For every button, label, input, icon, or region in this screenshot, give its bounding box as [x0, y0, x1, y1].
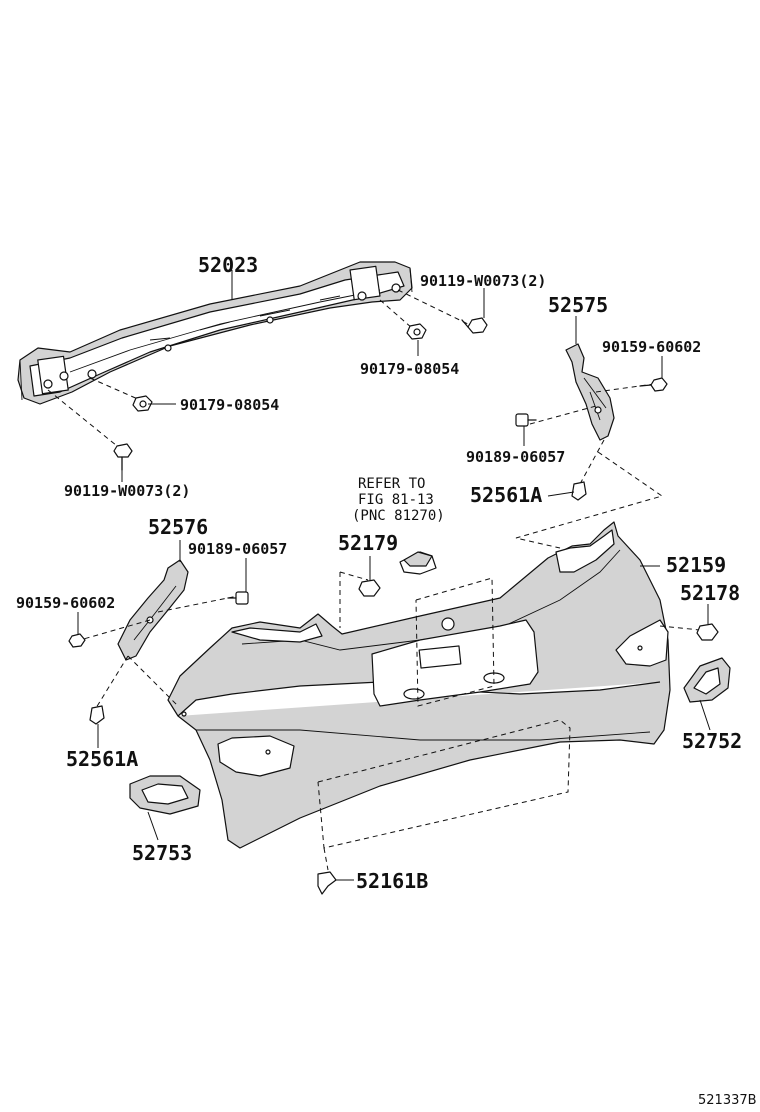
bolt-90119-right — [461, 317, 488, 334]
clip-90189-right — [515, 413, 537, 427]
bumper-retainer-bracket-right — [565, 343, 615, 441]
label-52178: 52178 — [680, 581, 740, 605]
label-52752: 52752 — [682, 729, 742, 753]
label-52159: 52159 — [666, 553, 726, 577]
reference-note-line2: FIG 81-13 — [358, 492, 434, 508]
label-52179: 52179 — [338, 531, 398, 555]
clip-90189-left — [227, 591, 249, 605]
label-52753: 52753 — [132, 841, 192, 865]
label-90119-left: 90119-W0073(2) — [64, 482, 190, 500]
leader-lines — [77, 270, 711, 881]
nut-90179-left — [132, 395, 153, 412]
rear-bumper-cover — [167, 521, 671, 849]
bumper-retainer-bracket-left — [117, 559, 189, 661]
reflector-52753 — [129, 775, 201, 815]
rear-bumper-reinforcement — [17, 261, 413, 405]
label-52023: 52023 — [198, 253, 258, 277]
label-90119-top-right: 90119-W0073(2) — [420, 272, 546, 290]
label-90189-left: 90189-06057 — [188, 540, 287, 558]
label-52576: 52576 — [148, 515, 208, 539]
screw-90159-right — [639, 377, 668, 392]
screw-90159-left — [68, 633, 86, 648]
nut-90179-right — [406, 323, 427, 340]
label-52561A-right: 52561A — [470, 483, 542, 507]
reference-note-line1: REFER TO — [358, 476, 425, 492]
label-52575: 52575 — [548, 293, 608, 317]
clip-52561A-right — [571, 481, 587, 501]
reflector-52752 — [683, 657, 731, 703]
label-90159-left: 90159-60602 — [16, 594, 115, 612]
label-90179-right: 90179-08054 — [360, 360, 459, 378]
bolt-90119-left — [113, 443, 133, 471]
label-90179-left: 90179-08054 — [180, 396, 279, 414]
license-lamp — [399, 551, 437, 575]
drawing-number: 521337B — [698, 1093, 757, 1108]
clip-52561A-left — [89, 705, 105, 725]
reference-note-line3: (PNC 81270) — [352, 508, 445, 524]
label-52161B: 52161B — [356, 869, 428, 893]
plug-52179 — [358, 579, 381, 597]
label-90189-right: 90189-06057 — [466, 448, 565, 466]
clip-52161B — [317, 871, 337, 895]
label-90159-right: 90159-60602 — [602, 338, 701, 356]
label-52561A-left: 52561A — [66, 747, 138, 771]
plug-52178 — [696, 623, 719, 641]
